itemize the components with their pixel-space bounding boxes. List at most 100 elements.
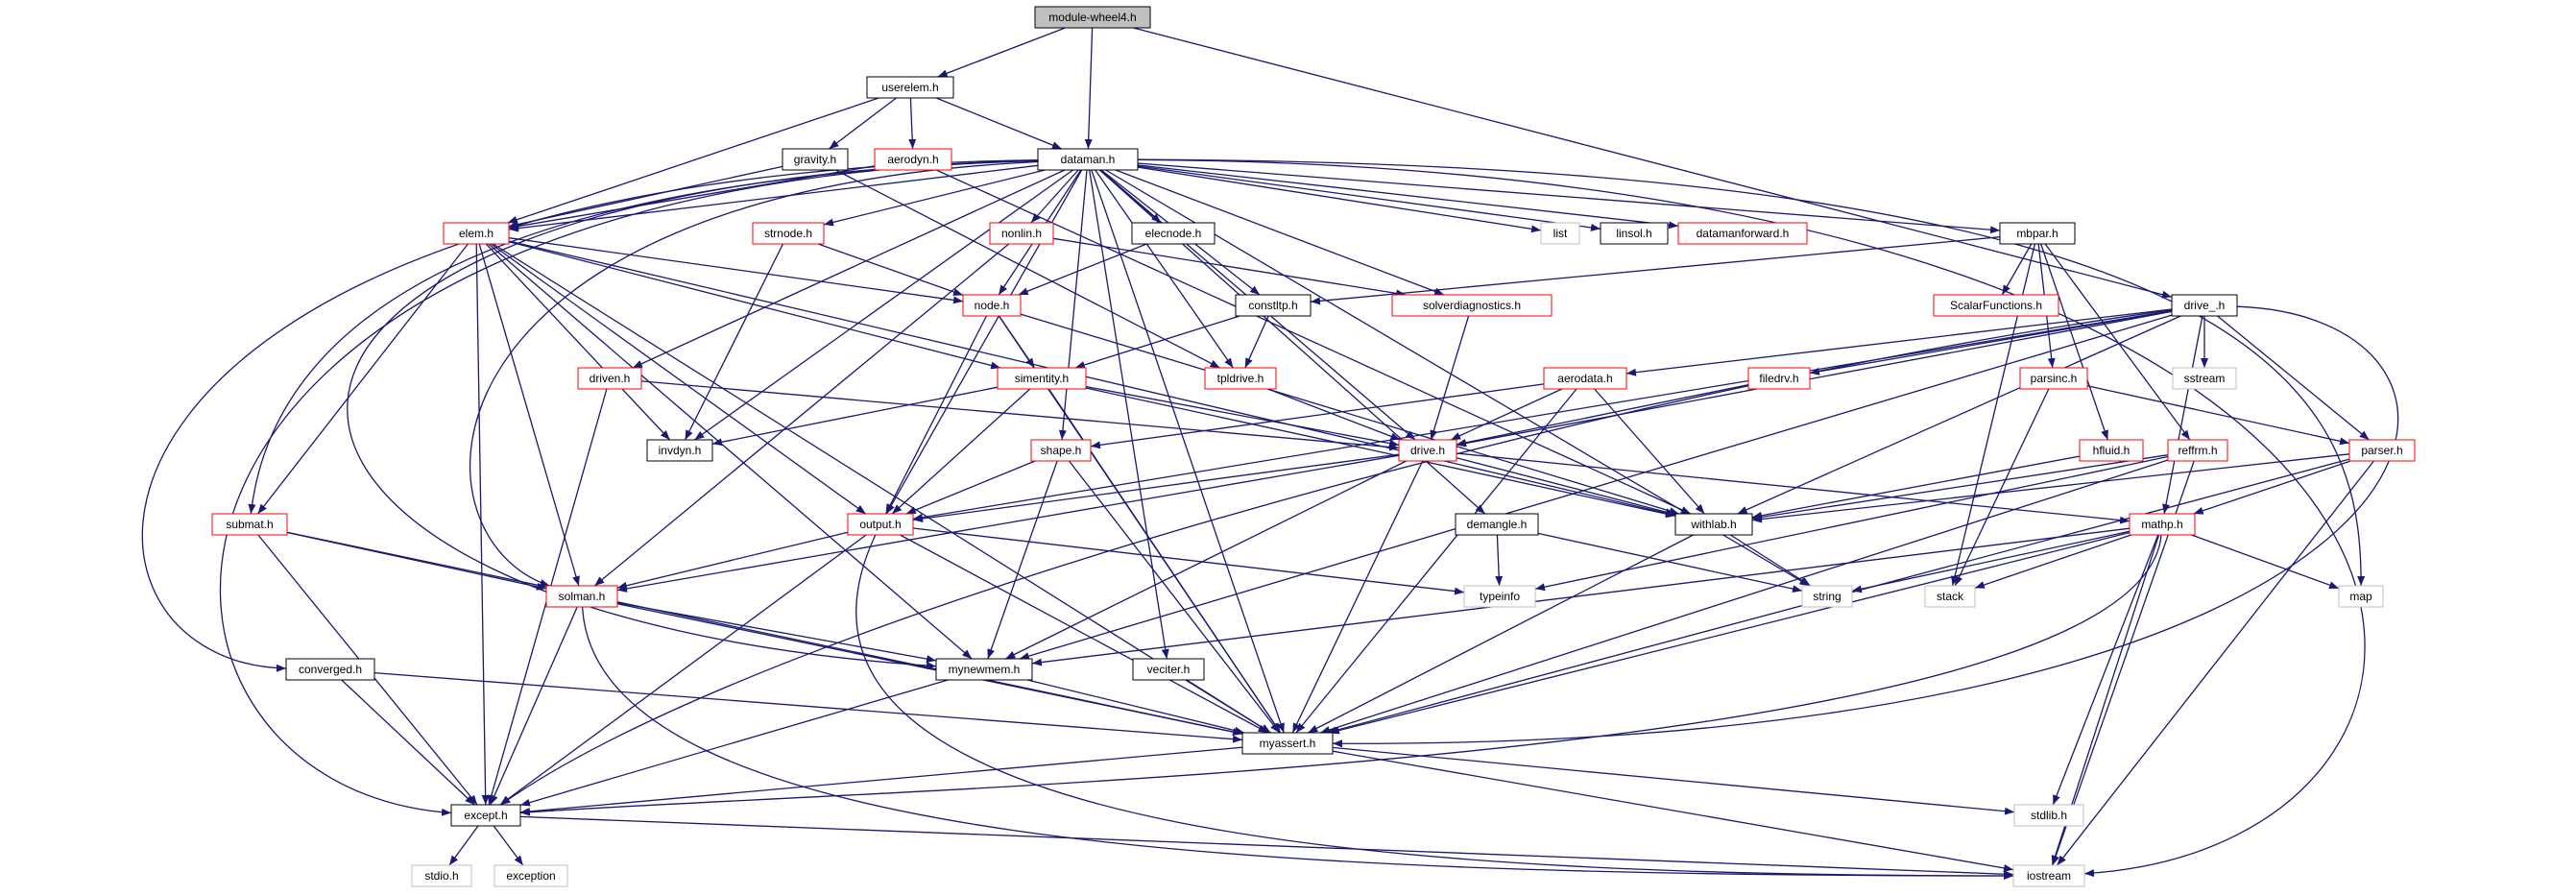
node-invdyn-h[interactable]: invdyn.h (646, 439, 713, 462)
node-filedrv-h[interactable]: filedrv.h (1747, 367, 1811, 390)
node-box[interactable] (443, 222, 510, 245)
node-box[interactable] (211, 513, 288, 536)
node-node-h[interactable]: node.h (962, 294, 1022, 317)
node-scalarfunctions-h[interactable]: ScalarFunctions.h (1933, 294, 2059, 317)
node-nonlin-h[interactable]: nonlin.h (989, 222, 1054, 245)
edge-veciter-h-to-myassert-h (1185, 679, 1271, 734)
node-box[interactable] (1241, 732, 1334, 755)
node-box[interactable] (1037, 148, 1139, 171)
node-drive_-h[interactable]: drive_.h (2171, 294, 2238, 317)
node-box[interactable] (874, 148, 952, 171)
node-output-h[interactable]: output.h (847, 513, 914, 536)
node-box[interactable] (545, 585, 618, 608)
edge-strnode-h-to-invdyn-h (684, 243, 784, 441)
edge-elem-h-to-invdyn-h (485, 243, 671, 441)
node-box[interactable] (285, 658, 375, 681)
node-elem-h[interactable]: elem.h (443, 222, 510, 245)
node-withlab-h[interactable]: withlab.h (1674, 513, 1753, 536)
node-box[interactable] (989, 222, 1054, 245)
node-box[interactable] (2129, 513, 2196, 536)
node-strnode-h[interactable]: strnode.h (752, 222, 825, 245)
node-label: stdio.h (424, 869, 458, 883)
node-box[interactable] (2079, 439, 2144, 462)
edge-elecnode-h-to-node-h (1018, 243, 1147, 296)
node-box[interactable] (1131, 222, 1216, 245)
edge-node-h-to-withlab-h (1020, 313, 1679, 515)
node-box[interactable] (2167, 439, 2228, 462)
node-label: datamanforward.h (1697, 227, 1790, 240)
node-map: map (2338, 585, 2384, 608)
node-mathp-h[interactable]: mathp.h (2129, 513, 2196, 536)
edge-solman-h-to-iostream (581, 606, 2014, 880)
node-linsol-h[interactable]: linsol.h (1600, 222, 1669, 245)
node-userelem-h[interactable]: userelem.h (866, 76, 954, 99)
node-box[interactable] (646, 439, 713, 462)
edge-output-h-to-myassert-h (900, 534, 1268, 734)
edge-elem-h-to-myassert-h (493, 243, 1271, 734)
node-box (494, 864, 568, 887)
node-mynewmem-h[interactable]: mynewmem.h (935, 658, 1033, 681)
node-parser-h[interactable]: parser.h (2348, 439, 2416, 462)
node-mbpar-h[interactable]: mbpar.h (1999, 222, 2076, 245)
node-hfluid-h[interactable]: hfluid.h (2079, 439, 2144, 462)
node-box[interactable] (935, 658, 1033, 681)
node-solverdiagnostics-h[interactable]: solverdiagnostics.h (1391, 294, 1553, 317)
node-box[interactable] (1600, 222, 1669, 245)
node-aerodata-h[interactable]: aerodata.h (1543, 367, 1627, 390)
node-driven-h[interactable]: driven.h (577, 367, 642, 390)
node-box[interactable] (2019, 367, 2088, 390)
node-box[interactable] (450, 804, 521, 827)
node-gravity-h[interactable]: gravity.h (782, 148, 849, 171)
node-box[interactable] (847, 513, 914, 536)
node-constltp-h[interactable]: constltp.h (1235, 294, 1312, 317)
node-myassert-h[interactable]: myassert.h (1241, 732, 1334, 755)
node-simentity-h[interactable]: simentity.h (997, 367, 1087, 390)
node-box[interactable] (1391, 294, 1553, 317)
node-label: userelem.h (881, 81, 938, 94)
node-demangle-h[interactable]: demangle.h (1455, 513, 1539, 536)
node-box[interactable] (1674, 513, 1753, 536)
node-box[interactable] (962, 294, 1022, 317)
node-box[interactable] (2171, 294, 2238, 317)
edge-mathp-h-to-stdlib-h (2052, 534, 2159, 806)
node-box[interactable] (1030, 439, 1092, 462)
node-box[interactable] (577, 367, 642, 390)
edge-drive_-h-to-output-h (912, 309, 2173, 521)
node-converged-h[interactable]: converged.h (285, 658, 375, 681)
node-box[interactable] (1677, 222, 1808, 245)
node-reffrm-h[interactable]: reffrm.h (2167, 439, 2228, 462)
node-stdlib-h: stdlib.h (2013, 804, 2084, 827)
edge-shape-h-to-mynewmem-h (987, 460, 1058, 660)
node-solman-h[interactable]: solman.h (545, 585, 618, 608)
node-box[interactable] (2348, 439, 2416, 462)
node-box[interactable] (782, 148, 849, 171)
node-submat-h[interactable]: submat.h (211, 513, 288, 536)
node-box[interactable] (1999, 222, 2076, 245)
node-datamanforward-h[interactable]: datamanforward.h (1677, 222, 1808, 245)
node-box[interactable] (1235, 294, 1312, 317)
node-box[interactable] (1543, 367, 1627, 390)
node-label: map (2349, 590, 2372, 603)
node-aerodyn-h[interactable]: aerodyn.h (874, 148, 952, 171)
node-tpldrive-h[interactable]: tpldrive.h (1204, 367, 1277, 390)
node-box[interactable] (1398, 439, 1457, 462)
node-except-h[interactable]: except.h (450, 804, 521, 827)
node-elecnode-h[interactable]: elecnode.h (1131, 222, 1216, 245)
node-box[interactable] (752, 222, 825, 245)
node-parsinc-h[interactable]: parsinc.h (2019, 367, 2088, 390)
node-box[interactable] (1455, 513, 1539, 536)
node-box[interactable] (1933, 294, 2059, 317)
edge-mynewmem-h-to-except-h (519, 679, 949, 807)
node-box[interactable] (1204, 367, 1277, 390)
edge-mbpar-h-to-constltp-h (1310, 236, 2001, 305)
edge-withlab-h-to-string (1729, 534, 1812, 587)
node-drive-h[interactable]: drive.h (1398, 439, 1457, 462)
node-box[interactable] (997, 367, 1087, 390)
node-box[interactable] (1747, 367, 1811, 390)
node-box[interactable] (866, 76, 954, 99)
node-dataman-h[interactable]: dataman.h (1037, 148, 1139, 171)
node-veciter-h[interactable]: veciter.h (1132, 658, 1205, 681)
node-box[interactable] (1132, 658, 1205, 681)
node-shape-h[interactable]: shape.h (1030, 439, 1092, 462)
